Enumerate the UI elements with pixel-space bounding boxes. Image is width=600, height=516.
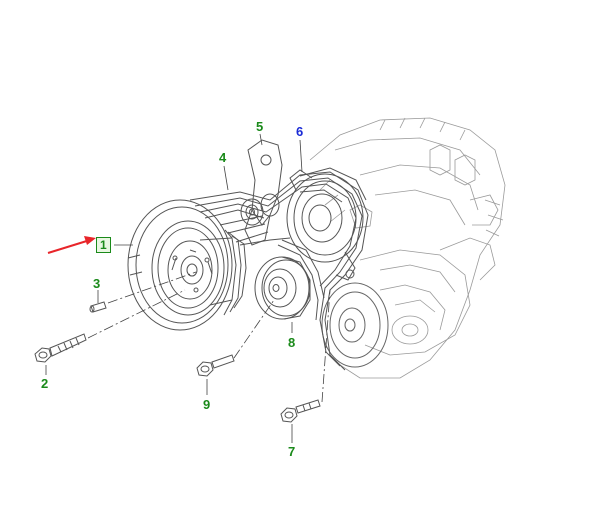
callout-7: 7 [288, 444, 296, 459]
idler-bracket [244, 139, 283, 246]
belt-tensioner [286, 167, 367, 281]
callout-1: 1 [96, 237, 111, 253]
bolt-2 [34, 333, 87, 363]
callout-6: 6 [296, 124, 304, 139]
callout-2: 2 [41, 376, 49, 391]
callout-3: 3 [93, 276, 101, 291]
crankshaft-pulley [127, 199, 247, 331]
callout-4: 4 [219, 150, 227, 165]
idler-pulleys [240, 193, 280, 226]
callout-8: 8 [288, 335, 296, 350]
compressor-pulley [321, 282, 389, 368]
engine-alternator-assembly [309, 117, 506, 379]
drive-belt [189, 171, 369, 371]
pointer-arrow-icon [47, 236, 96, 254]
callout-5: 5 [256, 119, 264, 134]
leader-lines [45, 133, 331, 443]
bolt-7 [280, 399, 321, 423]
bolt-9 [196, 354, 235, 377]
idler-pulley-lower [254, 256, 311, 320]
callout-9: 9 [203, 397, 211, 412]
dowel-pin-3 [89, 301, 107, 313]
